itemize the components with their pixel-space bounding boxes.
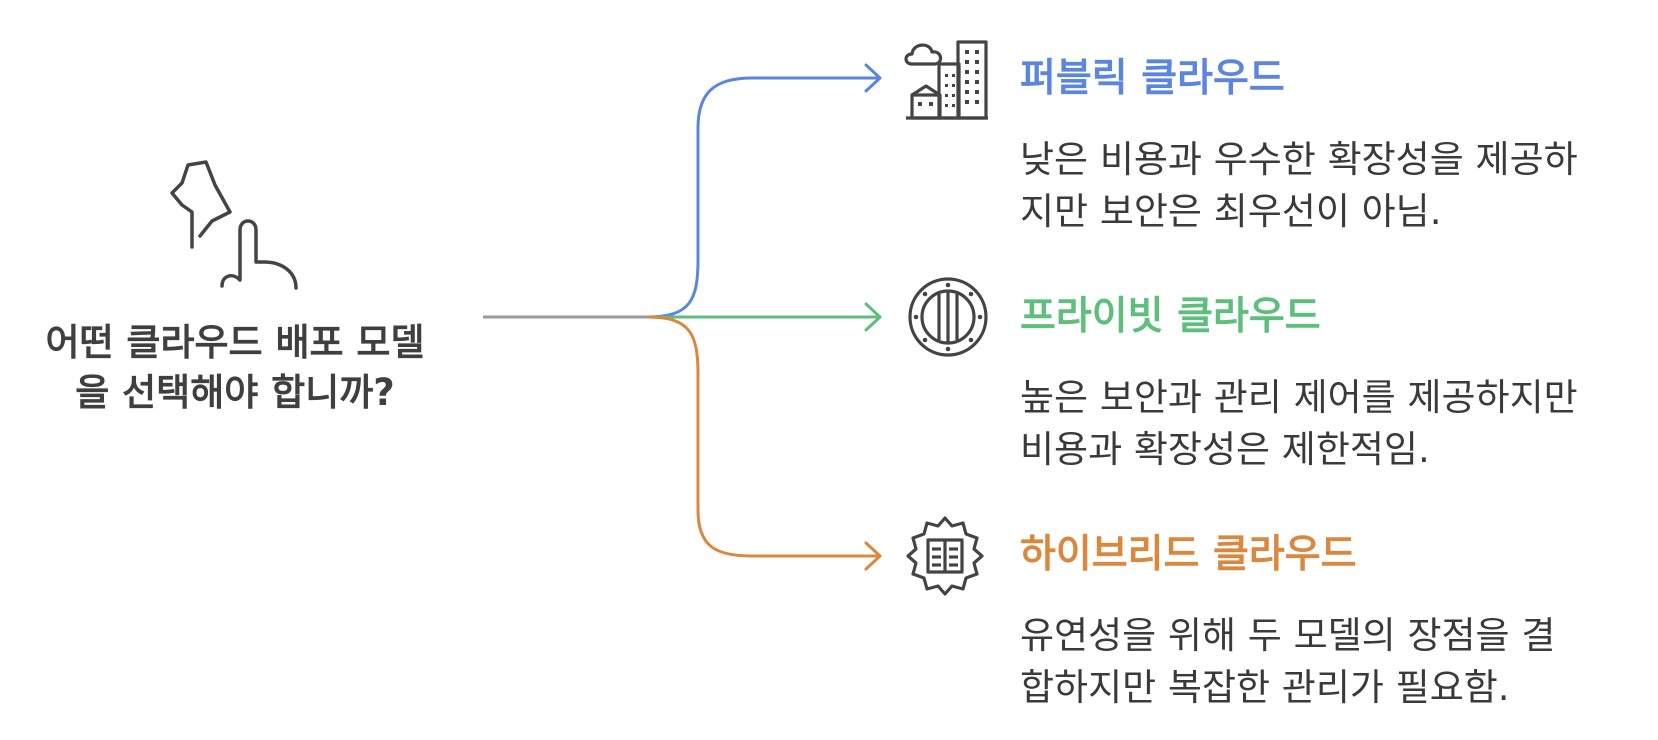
question-line-1: 어떤 클라우드 배포 모델 — [45, 321, 425, 364]
branch-private-arrow — [864, 302, 882, 332]
option-hybrid-title: 하이브리드 클라우드 — [1020, 532, 1357, 577]
option-hybrid-desc-line-1: 유연성을 위해 두 모델의 장점을 결 — [1020, 614, 1556, 657]
hand-pointing-icon — [170, 160, 298, 290]
option-public-desc: 낮은 비용과 우수한 확장성을 제공하 지만 보안은 최우선이 아님. — [1020, 134, 1640, 238]
option-private-title: 프라이빗 클라우드 — [1020, 294, 1321, 339]
option-public-title: 퍼블릭 클라우드 — [1020, 56, 1285, 101]
question-text: 어떤 클라우드 배포 모델 을 선택해야 합니까? — [20, 318, 450, 418]
option-private-desc-line-2: 비용과 확장성은 제한적임. — [1020, 428, 1430, 471]
vault-door-icon — [908, 277, 988, 357]
branch-public-arrow — [864, 63, 882, 93]
branch-hybrid-line — [647, 315, 880, 558]
branch-public-line — [647, 76, 880, 319]
gear-book-icon — [906, 516, 984, 596]
option-hybrid-desc: 유연성을 위해 두 모델의 장점을 결 합하지만 복잡한 관리가 필요함. — [1020, 610, 1640, 714]
option-private-desc: 높은 보안과 관리 제어를 제공하지만 비용과 확장성은 제한적임. — [1020, 372, 1640, 476]
option-private-desc-line-1: 높은 보안과 관리 제어를 제공하지만 — [1020, 376, 1578, 419]
branch-hybrid-arrow — [864, 541, 882, 571]
option-public-desc-line-1: 낮은 비용과 우수한 확장성을 제공하 — [1020, 138, 1578, 181]
question-line-2: 을 선택해야 합니까? — [75, 371, 395, 414]
cloud-buildings-icon — [904, 40, 988, 120]
option-public-desc-line-2: 지만 보안은 최우선이 아님. — [1020, 190, 1442, 233]
option-hybrid-desc-line-2: 합하지만 복잡한 관리가 필요함. — [1020, 666, 1510, 709]
